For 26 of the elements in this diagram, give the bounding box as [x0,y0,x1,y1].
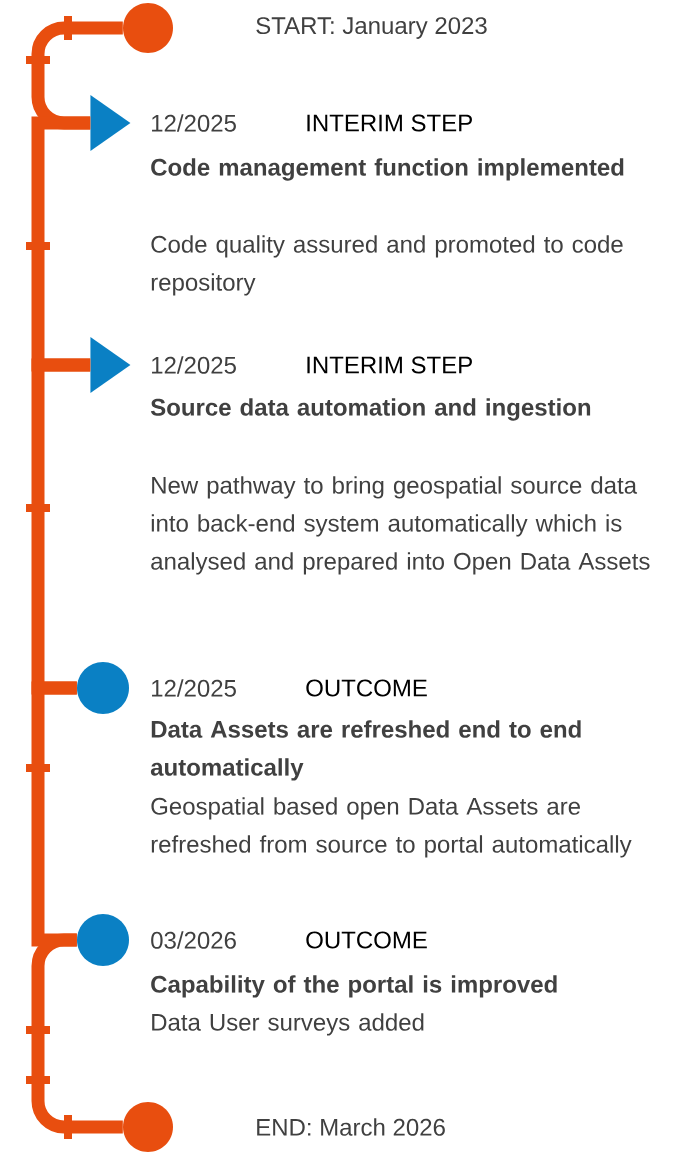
milestone-heading: Code management function implemented [151,158,624,181]
milestone-heading: Source data automation and ingestion [150,398,591,421]
milestone-type: INTERIM STEP [307,114,472,132]
milestone-circle [77,662,129,714]
milestone-heading: Capability of the portal is improved [151,975,557,998]
milestone-description: Data User surveys added [152,1013,424,1036]
milestone-type: INTERIM STEP [307,356,472,374]
date-label: 12/2025 [152,356,236,374]
milestone-description: New pathway to bring geospatial source data into back-end system automatically which is analysed and prepared into Open Data Assets [151,476,650,575]
milestone-description: Code quality assured and promoted to code repository [151,235,623,296]
milestone-description: Geospatial based open Data Assets are refreshed from source to portal automatically [151,797,632,858]
milestone-type: OUTCOME [306,679,427,697]
timeline-track [31,681,77,947]
endpoint-circle [123,3,173,53]
date-label: 03/2026 [151,931,236,949]
milestone-triangle [90,337,131,393]
endpoint-label: START: January 2023 [256,17,487,39]
timeline-track [31,933,123,1134]
milestone-circle [77,914,129,966]
endpoint-circle [123,1102,173,1152]
date-label: 12/2025 [152,114,236,132]
endpoint-label: END: March 2026 [257,1118,445,1136]
milestone-heading: Data Assets are refreshed end to end automatically [150,720,581,781]
milestone-triangle [90,95,131,151]
milestone-type: OUTCOME [306,931,427,949]
date-label: 12/2025 [152,679,236,697]
